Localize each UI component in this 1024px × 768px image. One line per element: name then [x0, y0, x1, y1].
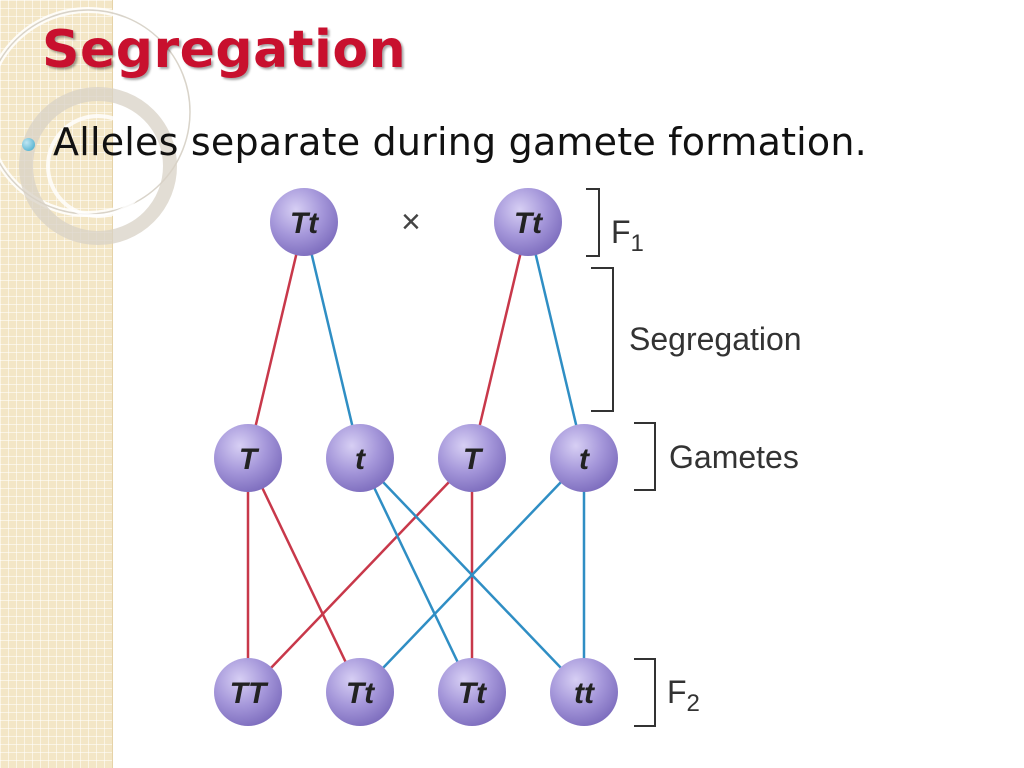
offspring-node-4: tt: [550, 658, 618, 726]
gamete-node-circle: [326, 424, 394, 492]
allele-line-p2-g4: [526, 221, 586, 459]
generation-brackets: [586, 188, 656, 727]
f1-label: F1: [611, 214, 644, 257]
parent-node-circle: [494, 188, 562, 256]
f2-bracket: [634, 658, 656, 727]
parent-node-2: Tt: [494, 188, 562, 256]
bullet-point: Alleles separate during gamete formation…: [22, 120, 867, 164]
allele-line-g1-o2: [246, 457, 362, 693]
allele-line-p1-g1: [246, 221, 306, 459]
gamete-node-1: T: [214, 424, 282, 492]
gametes-bracket: [634, 422, 656, 491]
offspring-node-label: Tt: [458, 677, 488, 710]
offspring-node-2: Tt: [326, 658, 394, 726]
gamete-node-circle: [214, 424, 282, 492]
parent-node-1: Tt: [270, 188, 338, 256]
offspring-node-label: tt: [574, 677, 596, 710]
decorative-side-panel: [0, 0, 113, 768]
gamete-node-label: t: [579, 443, 591, 476]
offspring-node-1: TT: [214, 658, 282, 726]
cross-symbol: ×: [401, 203, 421, 241]
gamete-node-3: T: [438, 424, 506, 492]
gamete-node-circle: [438, 424, 506, 492]
bullet-text: Alleles separate during gamete formation…: [53, 120, 867, 164]
gamete-node-label: T: [239, 443, 260, 476]
allele-line-p1-g2: [302, 221, 362, 459]
offspring-node-circle: [214, 658, 282, 726]
gamete-node-circle: [550, 424, 618, 492]
offspring-node-circle: [326, 658, 394, 726]
f1-bracket: [586, 188, 600, 257]
offspring-node-circle: [438, 658, 506, 726]
segregation-label: Segregation: [629, 321, 802, 357]
parent-node-label: Tt: [514, 207, 544, 240]
f2-subscript: 2: [687, 690, 700, 717]
gamete-node-4: t: [550, 424, 618, 492]
offspring-node-label: Tt: [346, 677, 376, 710]
gametes-label: Gametes: [669, 439, 799, 475]
parent-node-circle: [270, 188, 338, 256]
offspring-node-circle: [550, 658, 618, 726]
allele-line-g3-o1: [247, 457, 473, 693]
f2-letter: F: [667, 674, 687, 710]
gamete-node-label: T: [463, 443, 484, 476]
offspring-node-3: Tt: [438, 658, 506, 726]
f2-label: F2: [667, 674, 700, 717]
bullet-dot-icon: [22, 137, 35, 151]
gamete-node-label: t: [355, 443, 367, 476]
gamete-node-2: t: [326, 424, 394, 492]
segregation-bracket: [591, 267, 614, 412]
allele-line-g2-o3: [358, 457, 474, 693]
offspring-node-label: TT: [230, 677, 269, 710]
allele-line-g4-o2: [359, 457, 585, 693]
allele-lines: [246, 221, 586, 693]
parent-node-label: Tt: [290, 207, 320, 240]
f1-letter: F: [611, 214, 631, 250]
allele-line-p2-g3: [470, 221, 530, 459]
slide-title: Segregation: [42, 20, 407, 80]
f1-subscript: 1: [631, 230, 644, 257]
